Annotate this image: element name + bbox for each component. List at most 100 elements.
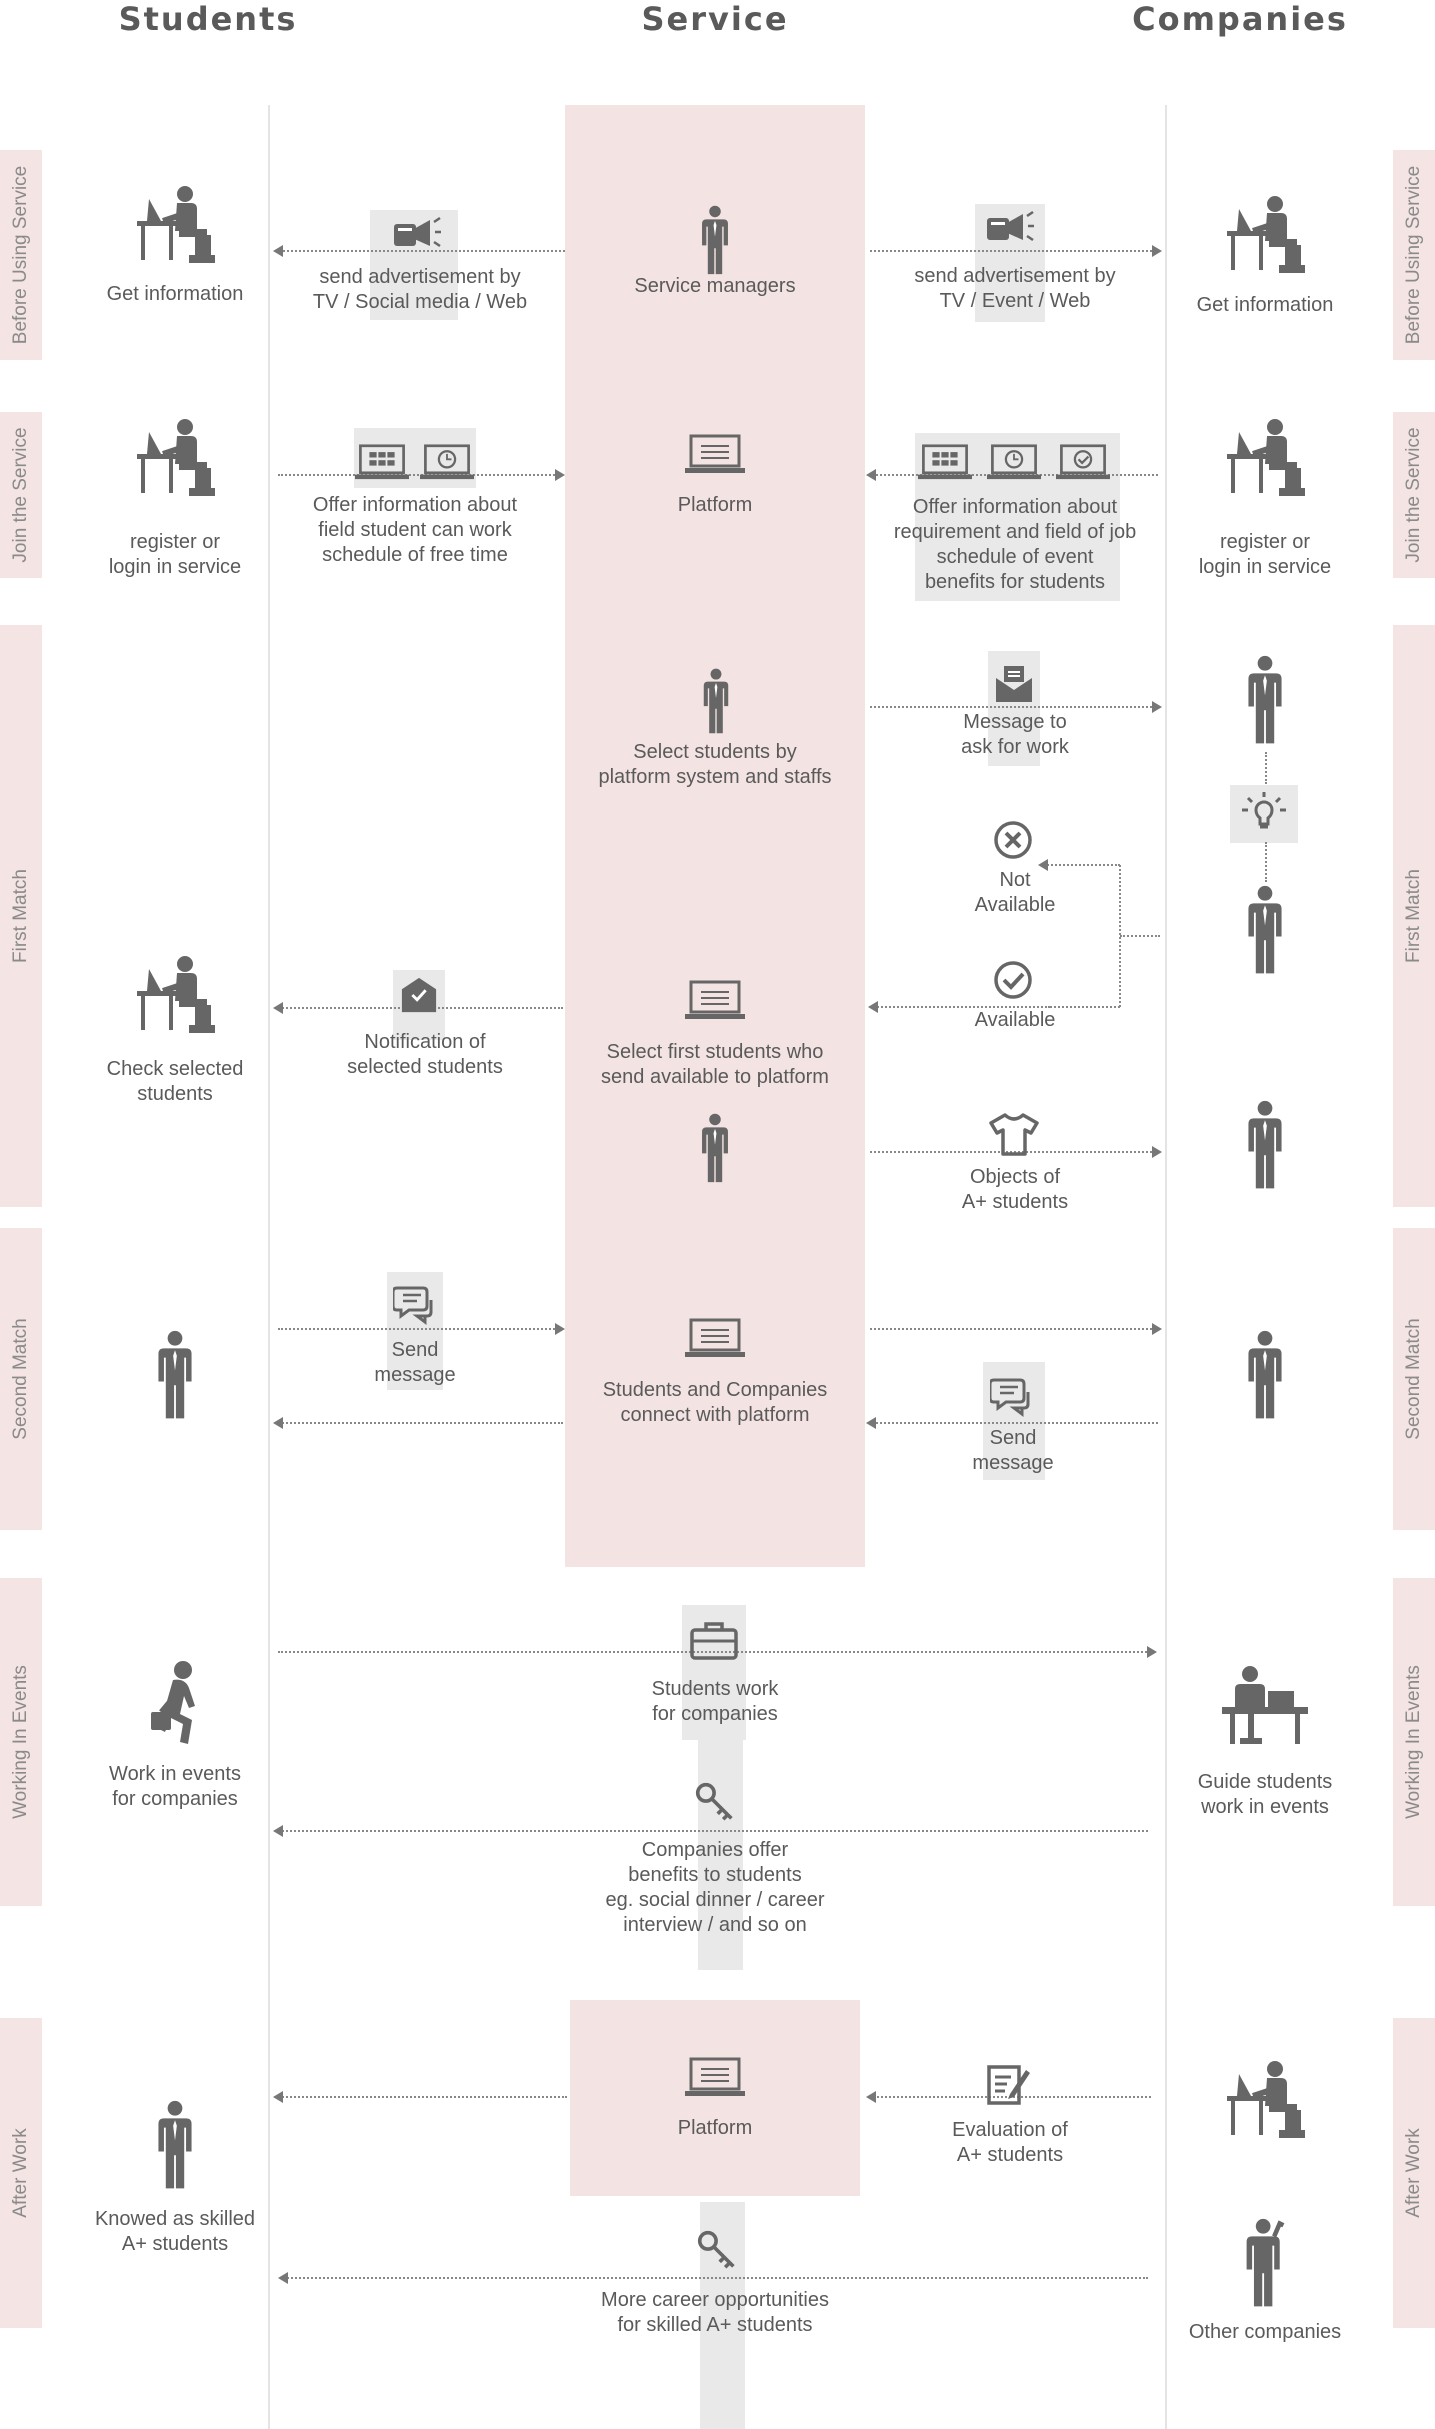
service-column-title: Service <box>641 0 789 38</box>
row3-student-label: Check selected students <box>106 1058 244 1105</box>
phase-label: Second Match <box>10 1318 31 1440</box>
student-desk-icon <box>135 185 215 265</box>
running-student-icon <box>145 1660 205 1750</box>
phase-working-left: Working In Events <box>0 1578 42 1906</box>
service-band-main <box>565 105 865 1567</box>
student-person-icon <box>155 1330 195 1422</box>
work-strip <box>682 1605 746 1740</box>
chat-icon <box>990 1378 1034 1418</box>
phase-label: Join the Service <box>10 427 31 563</box>
benefits-strip <box>698 1740 743 1970</box>
row4-send-students-label: Send message <box>374 1339 456 1386</box>
row6-opportunities-label: More career opportunities for skilled A+… <box>601 2289 829 2336</box>
phase-after-left: After Work <box>0 2018 42 2328</box>
briefcase-icon <box>689 1620 739 1660</box>
row1-ad-companies-label: send advertisement by TV / Event / Web <box>914 265 1116 312</box>
arrow-benefits-to-students <box>273 1825 1148 1837</box>
row3-select-first-label: Select first students who send available… <box>601 1041 829 1088</box>
lightbulb-icon <box>1239 790 1289 834</box>
key-icon <box>695 1782 735 1822</box>
company-person-icon <box>1245 1100 1285 1192</box>
student-person-icon <box>155 2100 195 2192</box>
row5-benefits-label: Companies offer benefits to students eg.… <box>605 1839 825 1936</box>
phase-label: After Work <box>10 2128 31 2218</box>
phase-before-right: Before Using Service <box>1393 150 1435 360</box>
company-desk-icon <box>1225 195 1305 275</box>
phase-label: First Match <box>1403 869 1424 963</box>
arrow-work-to-companies <box>278 1646 1157 1658</box>
row4-service-label: Students and Companies connect with plat… <box>602 1379 828 1426</box>
company-desk-icon <box>1225 2060 1305 2140</box>
phase-join-right: Join the Service <box>1393 412 1435 578</box>
row1-student-label: Get information <box>106 283 244 305</box>
row3-not-available-label: Not Available <box>974 869 1056 916</box>
row4-send-companies-label: Send message <box>972 1427 1054 1474</box>
send-students-box <box>387 1272 443 1390</box>
evaluation-icon <box>986 2062 1030 2106</box>
row2-service-label: Platform <box>677 494 753 516</box>
platform-laptop-icon <box>685 2057 745 2097</box>
phase-label: First Match <box>10 869 31 963</box>
phase-join-left: Join the Service <box>0 412 42 578</box>
arrow-send-to-students <box>273 1417 563 1429</box>
row1-service-label: Service managers <box>634 275 796 297</box>
row3-select-label: Select students by platform system and s… <box>598 741 832 788</box>
check-laptop-icon <box>1056 443 1110 481</box>
phase-label: Second Match <box>1403 1318 1424 1440</box>
row2-student-label: register or login in service <box>108 531 242 578</box>
clock-laptop-icon <box>420 443 474 481</box>
envelope-check-icon <box>400 976 438 1014</box>
row1-company-label: Get information <box>1196 294 1334 316</box>
connector-vertical <box>1119 865 1121 1007</box>
schedule-grid-icon <box>355 443 409 481</box>
phase-label: Before Using Service <box>10 165 31 345</box>
offer-companies-box <box>915 433 1120 601</box>
phase-label: Working In Events <box>1403 1665 1424 1819</box>
service-manager-icon <box>697 1113 733 1185</box>
student-desk-icon <box>135 955 215 1035</box>
schedule-grid-icon <box>918 443 972 481</box>
guide-desk-icon <box>1220 1665 1310 1745</box>
row1-ad-students-label: send advertisement by TV / Social media … <box>312 266 528 313</box>
phase-label: Working In Events <box>10 1665 31 1819</box>
megaphone-icon <box>985 206 1035 246</box>
key-icon <box>697 2230 737 2270</box>
phase-before-left: Before Using Service <box>0 150 42 360</box>
phase-label: Join the Service <box>1403 427 1424 563</box>
row3-notification-label: Notification of selected students <box>347 1031 503 1078</box>
chat-icon <box>393 1286 437 1326</box>
company-person-icon <box>1245 655 1285 747</box>
arrow-send-from-students <box>278 1323 565 1335</box>
platform-laptop-icon <box>685 1318 745 1358</box>
phase-working-right: Working In Events <box>1393 1578 1435 1906</box>
arrow-to-not-available <box>1038 859 1120 871</box>
row6-company-label: Other companies <box>1188 2321 1342 2343</box>
platform-laptop-icon <box>685 434 745 474</box>
not-available-icon <box>993 820 1033 860</box>
arrow-platform-to-students <box>273 2091 567 2103</box>
row5-student-label: Work in events for companies <box>109 1763 241 1810</box>
phase-after-right: After Work <box>1393 2018 1435 2328</box>
row2-offer-companies-label: Offer information about requirement and … <box>893 496 1137 593</box>
arrow-available-to-platform <box>868 1001 1050 1013</box>
students-column-line <box>268 105 270 2429</box>
company-desk-icon <box>1225 418 1305 498</box>
service-manager-icon <box>695 205 735 277</box>
phase-label: Before Using Service <box>1403 165 1424 345</box>
row3-objects-label: Objects of A+ students <box>961 1166 1069 1213</box>
row6-student-label: Knowed as skilled A+ students <box>94 2208 256 2255</box>
student-desk-icon <box>135 418 215 498</box>
service-band-after <box>570 2000 860 2196</box>
phase-second-right: Second Match <box>1393 1228 1435 1530</box>
send-companies-box <box>983 1362 1045 1480</box>
opportunities-strip <box>700 2202 745 2429</box>
arrow-ad-to-students <box>273 245 565 257</box>
row3-available-label: Available <box>974 1009 1056 1031</box>
phase-first-left: First Match <box>0 625 42 1207</box>
row2-company-label: register or login in service <box>1198 531 1332 578</box>
envelope-icon <box>994 664 1034 704</box>
available-icon <box>993 960 1033 1000</box>
arrow-message-to-company <box>870 701 1162 713</box>
connector-available <box>1050 1006 1120 1008</box>
companies-column-line <box>1165 105 1167 2429</box>
